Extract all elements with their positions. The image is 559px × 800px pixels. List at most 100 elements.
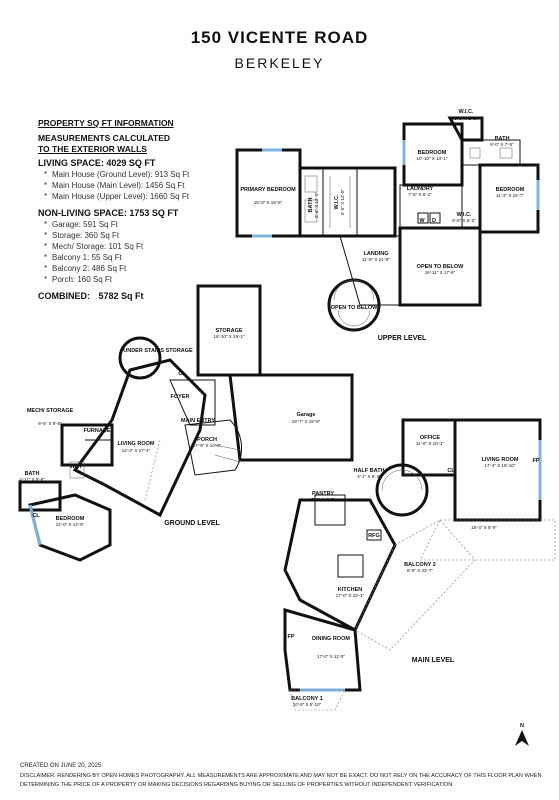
nonliving-item: Balcony 2: 486 Sq Ft	[38, 263, 228, 274]
room-label: BATH	[308, 198, 314, 213]
nonliving-item: Garage: 591 Sq Ft	[38, 219, 228, 230]
room-dim: 16'-11" X 17'-8"	[425, 270, 456, 275]
room-label: W.I.C.	[459, 109, 474, 115]
room-dim: 14'-3" X 27'-4"	[122, 448, 151, 453]
bedroom-right-walls	[478, 163, 540, 234]
primary-bedroom-walls	[235, 148, 302, 238]
balcony-edge	[419, 519, 556, 561]
nonliving-item: Mech/ Storage: 101 Sq Ft	[38, 241, 228, 252]
calc-line-1: MEASUREMENTS CALCULATED	[38, 133, 171, 143]
north-label: N	[520, 723, 524, 729]
garage-walls	[228, 373, 354, 462]
dryer	[429, 212, 441, 224]
living-space-title: LIVING SPACE: 4029 SQ FT	[38, 158, 156, 168]
living-item: Main House (Main Level): 1456 Sq Ft	[38, 180, 228, 191]
room-label: MAIN ENTRY	[181, 418, 215, 424]
room-dim: 6'-6" X 6'-2"	[452, 218, 476, 223]
vanity	[304, 175, 318, 193]
stair-steps	[333, 279, 375, 301]
fridge	[366, 529, 382, 541]
created-date: CREATED ON JUNE 20, 2025	[20, 763, 102, 769]
dining-walls	[283, 608, 362, 692]
main-level-plan	[283, 418, 556, 711]
mech-walls	[60, 423, 114, 467]
room-dim: 15'-0" X 19'-6"	[254, 200, 283, 205]
balcony1-edge	[289, 689, 346, 711]
room-dim: 11'-9" X 21'-9"	[362, 257, 390, 262]
room-dim: 17'-0" X 11'-0"	[317, 654, 345, 659]
room-label: LAUNDRY	[407, 186, 434, 192]
page-title: 150 VICENTE ROAD	[190, 28, 369, 47]
room-dim: 4'-11" X 8'-6"	[19, 477, 45, 482]
fixture	[499, 147, 513, 159]
stair-steps	[337, 309, 371, 327]
room-dim: 19'-7" X 19'-8"	[292, 419, 321, 424]
room-label: BALCONY 1	[291, 696, 323, 702]
room-dim: 4'-1" X 6'-3"	[357, 474, 381, 479]
washer-label: W	[419, 218, 425, 224]
room-label: BATH	[495, 136, 510, 142]
nonliving-item: Balcony 1: 55 Sq Ft	[38, 252, 228, 263]
room-dim: 11'-8" X 10'-1"	[416, 441, 444, 446]
page-subtitle: BERKELEY	[234, 55, 325, 71]
room-label: OPEN TO BELOW	[417, 264, 464, 270]
room-dim: 5'-5" X 5'-3"	[454, 116, 478, 121]
room-dim: 18'-4" X 8'-9"	[471, 525, 497, 530]
stair-steps	[381, 469, 423, 491]
room-label: STORAGE	[215, 328, 242, 334]
room-label: BEDROOM	[418, 150, 447, 156]
fireplace-label: FP	[532, 458, 539, 464]
room-label: PRIMARY BEDROOM	[240, 187, 296, 193]
upper-level-plan	[235, 116, 540, 332]
porch-walls	[184, 419, 243, 476]
dryer-label: D	[432, 218, 436, 224]
room-label: PORCH	[197, 437, 217, 443]
porch-steps	[214, 444, 241, 463]
fireplace-label: FP	[287, 634, 294, 640]
wht-label: WHT	[70, 464, 83, 470]
room-dim: 17'-4" X 18'-10"	[485, 463, 516, 468]
kitchen-walls	[283, 498, 397, 633]
kitchen-island	[337, 554, 364, 578]
room-label: PANTRY	[312, 491, 334, 497]
window	[28, 504, 42, 546]
room-labels: W.I.C. 5'-5" X 5'-3" BEDROOM 10'-10" X 1…	[19, 109, 540, 707]
foyer-walls	[169, 379, 216, 426]
room-label: BALCONY 2	[404, 562, 436, 568]
ground-level-plan	[18, 284, 354, 562]
closet-label: CL	[447, 468, 455, 474]
room-label: LANDING	[363, 251, 388, 257]
room-dim: 11'-3" X 16'-7"	[496, 193, 524, 198]
room-label: W.I.C.	[334, 194, 340, 209]
room-dim: 8'-9" X 33'-7"	[407, 568, 433, 573]
level-label: UPPER LEVEL	[378, 335, 427, 342]
room-dim: 16'-10" X 19'-1"	[214, 334, 245, 339]
room-dim: 8'-0" X 7'-5"	[490, 142, 514, 147]
room-label: FOYER	[171, 394, 190, 400]
calc-line-2: TO THE EXTERIOR WALLS	[38, 144, 147, 154]
room-label: BATH	[25, 471, 40, 477]
room-label: OPEN TO BELOW	[331, 305, 378, 311]
room-label: LIVING ROOM	[118, 441, 155, 447]
room-label: HALF BATH	[353, 468, 384, 474]
disclaimer-text: DISCLAIMER: RENDERING BY OPEN HOMES PHOT…	[20, 773, 542, 788]
closet-label: CL	[178, 371, 186, 377]
living-ground-walls	[72, 358, 207, 518]
nonliving-space-title: NON-LIVING SPACE: 1753 SQ FT	[38, 208, 179, 218]
room-dim: 10'-10" X 13'-1"	[417, 156, 448, 161]
nonliving-item: Storage: 360 Sq Ft	[38, 230, 228, 241]
room-label: UNDER STAIRS STORAGE	[123, 348, 193, 354]
combined-total: COMBINED: 5782 Sq Ft	[38, 291, 228, 302]
sqft-info-panel: PROPERTY SQ FT INFORMATION MEASUREMENTS …	[38, 118, 228, 302]
room-dim: 5'-6" X 8'-5"	[311, 497, 335, 502]
north-arrow: N	[515, 723, 529, 746]
fixture	[469, 147, 481, 159]
combined-value: 5782 Sq Ft	[98, 291, 144, 301]
room-dim: 14'-0" X 14'-9"	[56, 522, 85, 527]
water-heater	[69, 461, 85, 479]
room-label: DINING ROOM	[312, 636, 350, 642]
closet-label: CL	[32, 513, 40, 519]
bath-ground-walls	[18, 480, 62, 512]
room-label: W.I.C.	[457, 212, 472, 218]
